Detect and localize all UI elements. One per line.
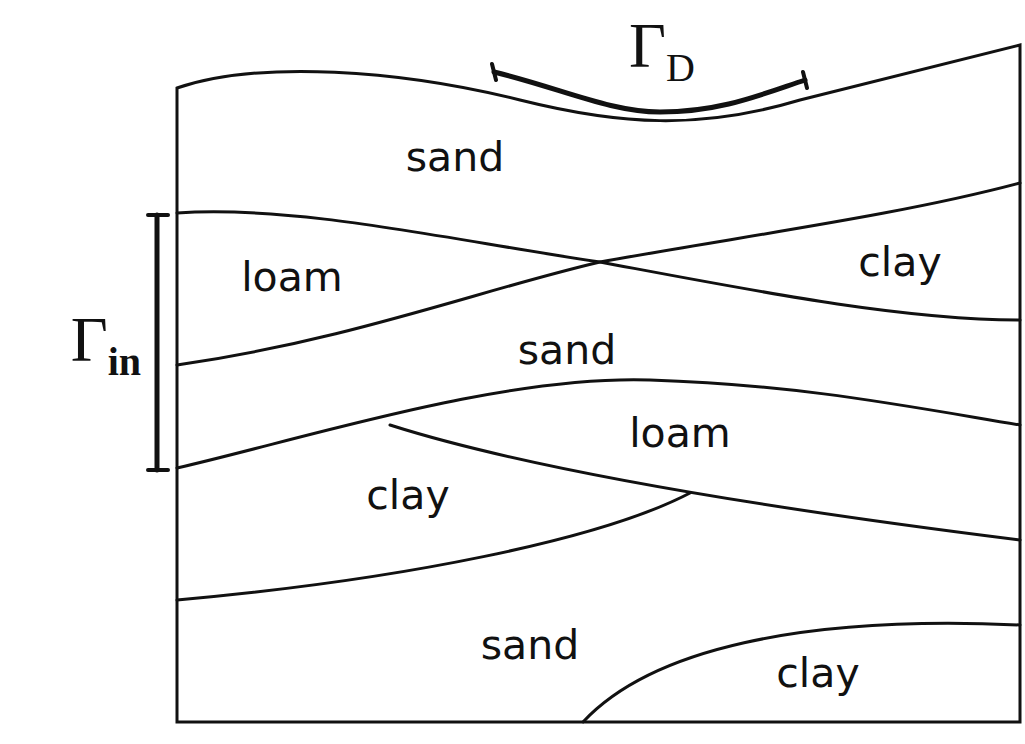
layer-boundary — [177, 380, 1020, 468]
soil-label: loam — [629, 413, 731, 454]
soil-label: sand — [406, 137, 505, 178]
domain-outline — [177, 45, 1020, 722]
boundary-label: ΓD — [629, 14, 695, 78]
inflow-bracket — [155, 215, 160, 470]
boundary-label: Γin — [71, 308, 141, 372]
soil-label: sand — [481, 625, 580, 666]
layer-boundary — [177, 212, 1020, 320]
soil-label: clay — [776, 653, 859, 694]
soil-label: clay — [858, 242, 941, 283]
layer-boundary — [583, 623, 1020, 722]
bracket-tick — [148, 215, 168, 470]
soil-label: sand — [518, 330, 617, 371]
soil-label: loam — [241, 257, 343, 298]
soil-label: clay — [366, 475, 449, 516]
